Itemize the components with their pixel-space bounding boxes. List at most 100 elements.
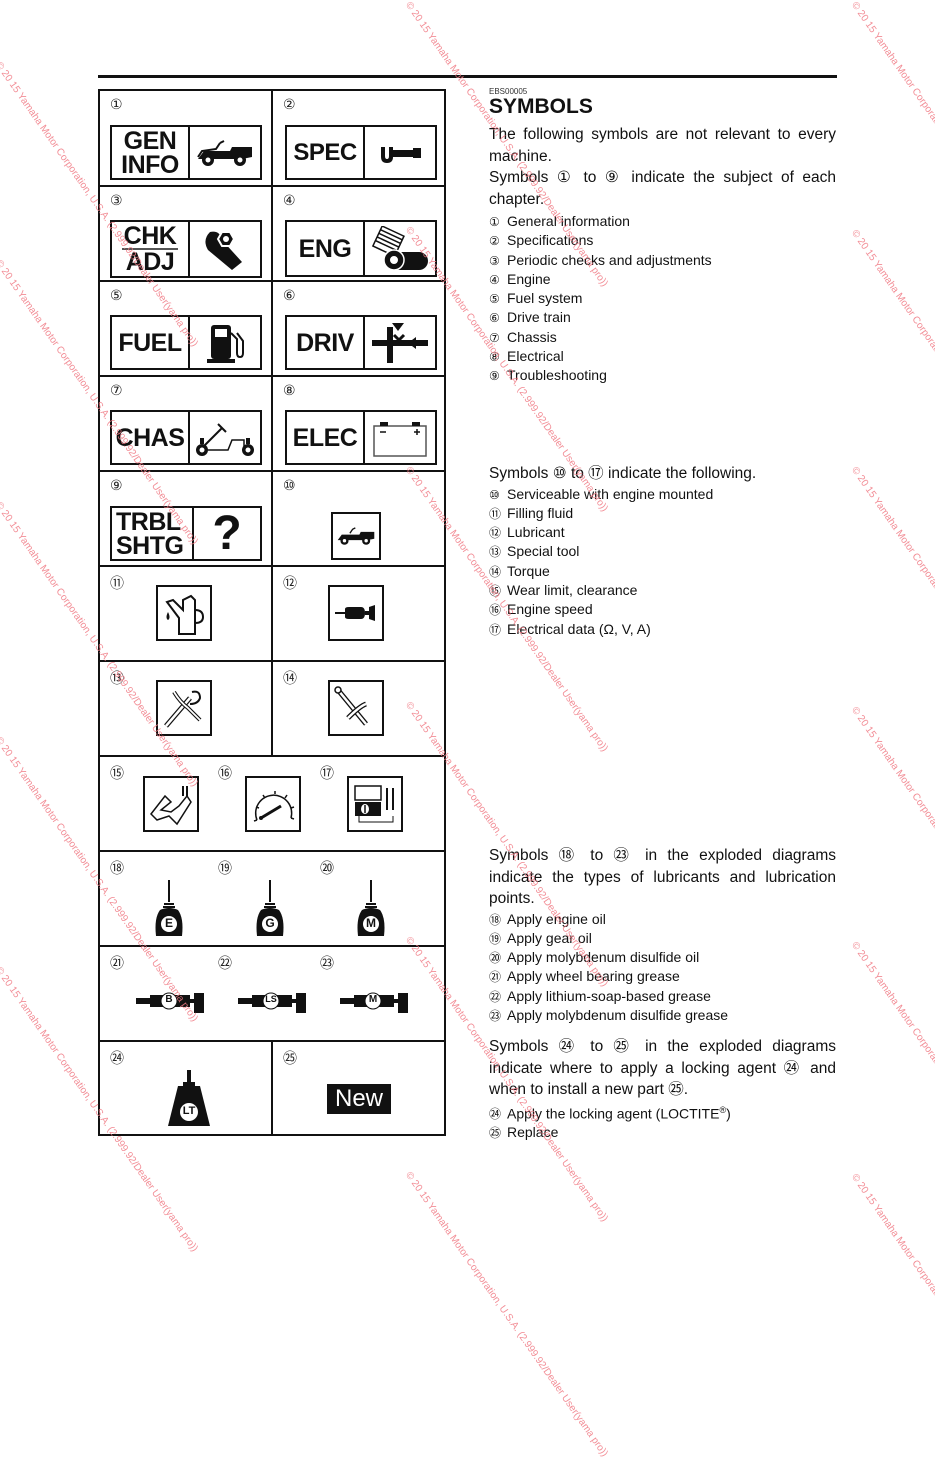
- symbol-cell-25: ㉕ New: [271, 1042, 444, 1134]
- eng-badge: ENG: [285, 220, 437, 277]
- badge-text: CHAS: [115, 423, 185, 452]
- list-item: ⑧ Electrical: [489, 347, 836, 366]
- engine-icon: [365, 222, 435, 275]
- item-label: Lubricant: [507, 524, 565, 541]
- symbol-cell-12: ⑫: [271, 567, 444, 660]
- symbol-cell-7: ⑦ CHAS: [100, 377, 271, 470]
- symbol-number: ⑦: [110, 383, 123, 399]
- badge-text: FUEL: [118, 328, 182, 357]
- item-number: ③: [489, 253, 500, 268]
- text-column: EBS00005 SYMBOLS The following symbols a…: [489, 87, 836, 386]
- symbol-number: ⑤: [110, 288, 123, 304]
- symbol-cell-18-20: ⑱ ⑲ ⑳ E G M: [100, 852, 444, 945]
- item-label: Special tool: [507, 543, 580, 560]
- symbol-number: ⑭: [283, 671, 297, 687]
- grease-letter: B: [165, 994, 173, 1005]
- symbol-number: ⑥: [283, 288, 296, 304]
- new-part-badge: New: [327, 1084, 391, 1114]
- badge-text: TRBL: [116, 507, 181, 536]
- lt-letter: LT: [182, 1105, 196, 1117]
- symbol-number: ㉑: [110, 956, 124, 972]
- watermark: © 20 15 Yamaha Motor Corporation, U.S.A.…: [848, 1172, 935, 1461]
- symbol-cell-4: ④ ENG: [271, 187, 444, 280]
- symbol-number: ㉒: [218, 956, 232, 972]
- table-row: ⑱ ⑲ ⑳ E G M: [100, 852, 444, 947]
- moly-grease-icon: M: [340, 989, 412, 1020]
- symbol-number: ⑮: [110, 766, 124, 782]
- item-number: ⑭: [489, 564, 502, 579]
- item-number: ⑯: [489, 603, 502, 618]
- intro-paragraph-2: Symbols ① to ⑨ indicate the subject of e…: [489, 169, 836, 208]
- item-number: ⑫: [489, 526, 502, 541]
- symbol-number: ⑫: [283, 576, 297, 592]
- text-section-3: Symbols ⑱ to ㉓ in the exploded diagrams …: [489, 845, 836, 1025]
- moly-oil-icon: M: [356, 878, 386, 945]
- symbol-number: ⑬: [110, 671, 124, 687]
- wrench-icon: [190, 222, 260, 276]
- item-number: ⑦: [489, 330, 500, 345]
- item-label: Apply lithium-soap-based grease: [507, 987, 711, 1004]
- badge-text: DRIV: [296, 328, 354, 357]
- symbol-number: ㉔: [110, 1051, 124, 1067]
- symbol-number: ⑨: [110, 478, 123, 494]
- symbol-cell-21-23: ㉑ ㉒ ㉓ B LS M: [100, 947, 444, 1040]
- section-3-paragraph: Symbols ⑱ to ㉓ in the exploded diagrams …: [489, 847, 836, 907]
- section-4-paragraph: Symbols ㉔ to ㉕ in the exploded diagrams …: [489, 1038, 836, 1098]
- table-row: ⑬ ⑭: [100, 662, 444, 757]
- item-label: Wear limit, clearance: [507, 581, 638, 598]
- item-label: Apply wheel bearing grease: [507, 968, 680, 985]
- item-label: Apply the locking agent (LOCTITE: [507, 1105, 720, 1122]
- symbol-cell-10: ⑩: [271, 472, 444, 565]
- engine-oil-icon: E: [154, 878, 184, 945]
- symbol-cell-8: ⑧ ELEC: [271, 377, 444, 470]
- battery-icon: [365, 412, 435, 463]
- symbol-cell-14: ⑭: [271, 662, 444, 755]
- table-row: ⑮ ⑯ ⑰: [100, 757, 444, 852]
- oil-can-icon: [156, 585, 212, 641]
- item-label: Electrical: [507, 348, 564, 365]
- symbol-number: ③: [110, 193, 123, 209]
- symbol-number: ⑰: [320, 766, 334, 782]
- item-number: ⑲: [489, 931, 502, 946]
- symbol-number: ②: [283, 97, 296, 113]
- symbol-number: ⑩: [283, 478, 296, 494]
- fuel-badge: FUEL: [110, 315, 262, 370]
- item-label: Troubleshooting: [507, 367, 607, 384]
- torque-wrench-icon: [328, 680, 384, 736]
- item-number: ①: [489, 215, 500, 229]
- item-number: ⑧: [489, 350, 500, 365]
- item-label: Specifications: [507, 232, 594, 249]
- item-label: Apply gear oil: [507, 929, 592, 946]
- chas-badge: CHAS: [110, 410, 262, 465]
- symbol-cell-11: ⑪: [100, 567, 271, 660]
- multimeter-icon: [347, 776, 403, 832]
- item-label: Replace: [507, 1124, 559, 1141]
- symbol-cell-24: ㉔ LT: [100, 1042, 271, 1134]
- symbol-cell-13: ⑬: [100, 662, 271, 755]
- symbol-cell-2: ② SPEC: [271, 91, 444, 185]
- badge-text: ENG: [298, 234, 352, 263]
- item-label: Apply molybdenum disulfide oil: [507, 949, 700, 966]
- table-row: ㉑ ㉒ ㉓ B LS M: [100, 947, 444, 1042]
- item-number: ⑰: [489, 622, 502, 637]
- drive-train-icon: [365, 317, 435, 368]
